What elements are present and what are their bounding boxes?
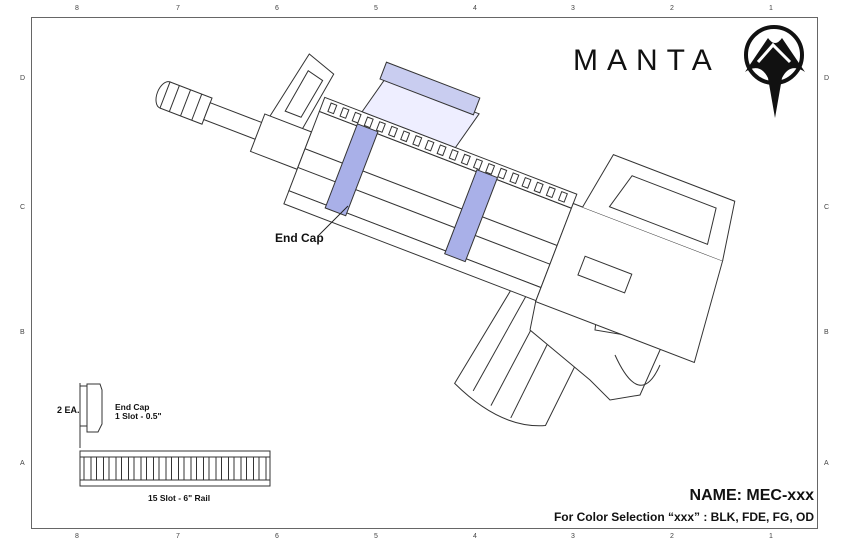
rail-slot	[108, 456, 117, 481]
rail-slot	[233, 456, 242, 481]
rail-slot	[258, 456, 267, 481]
zone-column-label: 5	[374, 533, 378, 540]
rail-slot	[412, 135, 423, 147]
rail-slot	[246, 456, 254, 481]
zone-row-label: D	[20, 75, 26, 82]
color-options: For Color Selection “xxx” : BLK, FDE, FG…	[553, 510, 814, 524]
rail-slot	[521, 176, 532, 189]
zone-row-label: D	[824, 75, 830, 82]
zone-row-label: B	[824, 329, 829, 336]
rail-slot	[121, 456, 129, 481]
rail-slot	[339, 107, 350, 119]
rail-slot	[196, 456, 204, 481]
rail-slot	[497, 167, 508, 180]
zone-column-label: 5	[374, 5, 378, 12]
zone-column-label: 3	[571, 533, 575, 540]
rail-slot	[460, 153, 471, 166]
logo-text: MANTA	[573, 44, 721, 77]
rail-slot	[400, 130, 411, 143]
zone-column-label: 7	[176, 533, 180, 540]
part-name: NAME: MEC-xxx	[689, 487, 814, 504]
rail-slot	[436, 144, 447, 157]
rail-slot	[533, 181, 544, 194]
rail-slot	[83, 456, 92, 481]
zone-row-label: C	[20, 204, 26, 211]
rail-slot	[509, 172, 520, 185]
zone-column-label: 6	[275, 5, 279, 12]
rail-label: 15 Slot - 6" Rail	[148, 493, 211, 503]
end-cap-callout: End Cap	[275, 231, 324, 245]
rail-slot	[363, 116, 374, 129]
rail-slot	[133, 456, 142, 481]
rail-slot	[557, 190, 568, 203]
flash-hider	[155, 81, 213, 125]
end-cap-front	[324, 123, 379, 217]
zone-column-label: 1	[769, 5, 773, 12]
zone-column-label: 4	[473, 5, 477, 12]
zone-row-label: A	[824, 460, 829, 467]
rail-slot	[327, 102, 338, 115]
rail-slot	[424, 139, 435, 152]
end-cap-title: End Cap	[115, 402, 150, 412]
rail-part	[79, 450, 271, 487]
rail-slot	[96, 456, 104, 481]
manta-logo-emblem	[744, 25, 805, 118]
rail-slot	[146, 456, 154, 481]
rail-slot	[183, 456, 192, 481]
end-cap-rear	[444, 169, 499, 263]
front-sight	[249, 53, 335, 170]
rail-slot	[158, 456, 167, 481]
rail-slot	[171, 456, 179, 481]
zone-row-label: B	[20, 329, 25, 336]
quantity-label: 2 EA.	[57, 405, 80, 415]
zone-column-label: 1	[769, 533, 773, 540]
end-cap-part	[79, 383, 103, 448]
zone-column-label: 2	[670, 533, 674, 540]
rail-slot	[351, 111, 362, 124]
zone-column-label: 3	[571, 5, 575, 12]
zone-column-label: 8	[75, 5, 79, 12]
zone-row-label: A	[20, 460, 25, 467]
zone-column-label: 2	[670, 5, 674, 12]
optic-mount	[361, 77, 480, 149]
rail-slot	[448, 149, 459, 161]
zone-row-label: C	[824, 204, 830, 211]
rail-slot	[472, 158, 484, 171]
rail-slot	[221, 456, 229, 481]
zone-column-label: 8	[75, 533, 79, 540]
rail-slot	[387, 125, 399, 138]
rail-slots	[327, 102, 568, 203]
end-cap-desc: 1 Slot - 0.5"	[115, 411, 162, 421]
end-cap-leader	[317, 205, 349, 237]
zone-column-label: 6	[275, 533, 279, 540]
drawing-border	[31, 17, 818, 529]
rail-slot	[208, 456, 217, 481]
rail-slot	[375, 121, 386, 133]
rail-slot	[545, 186, 556, 199]
rail-slot	[485, 162, 496, 175]
upper-receiver	[534, 154, 736, 364]
zone-column-label: 7	[176, 5, 180, 12]
zone-column-label: 4	[473, 533, 477, 540]
